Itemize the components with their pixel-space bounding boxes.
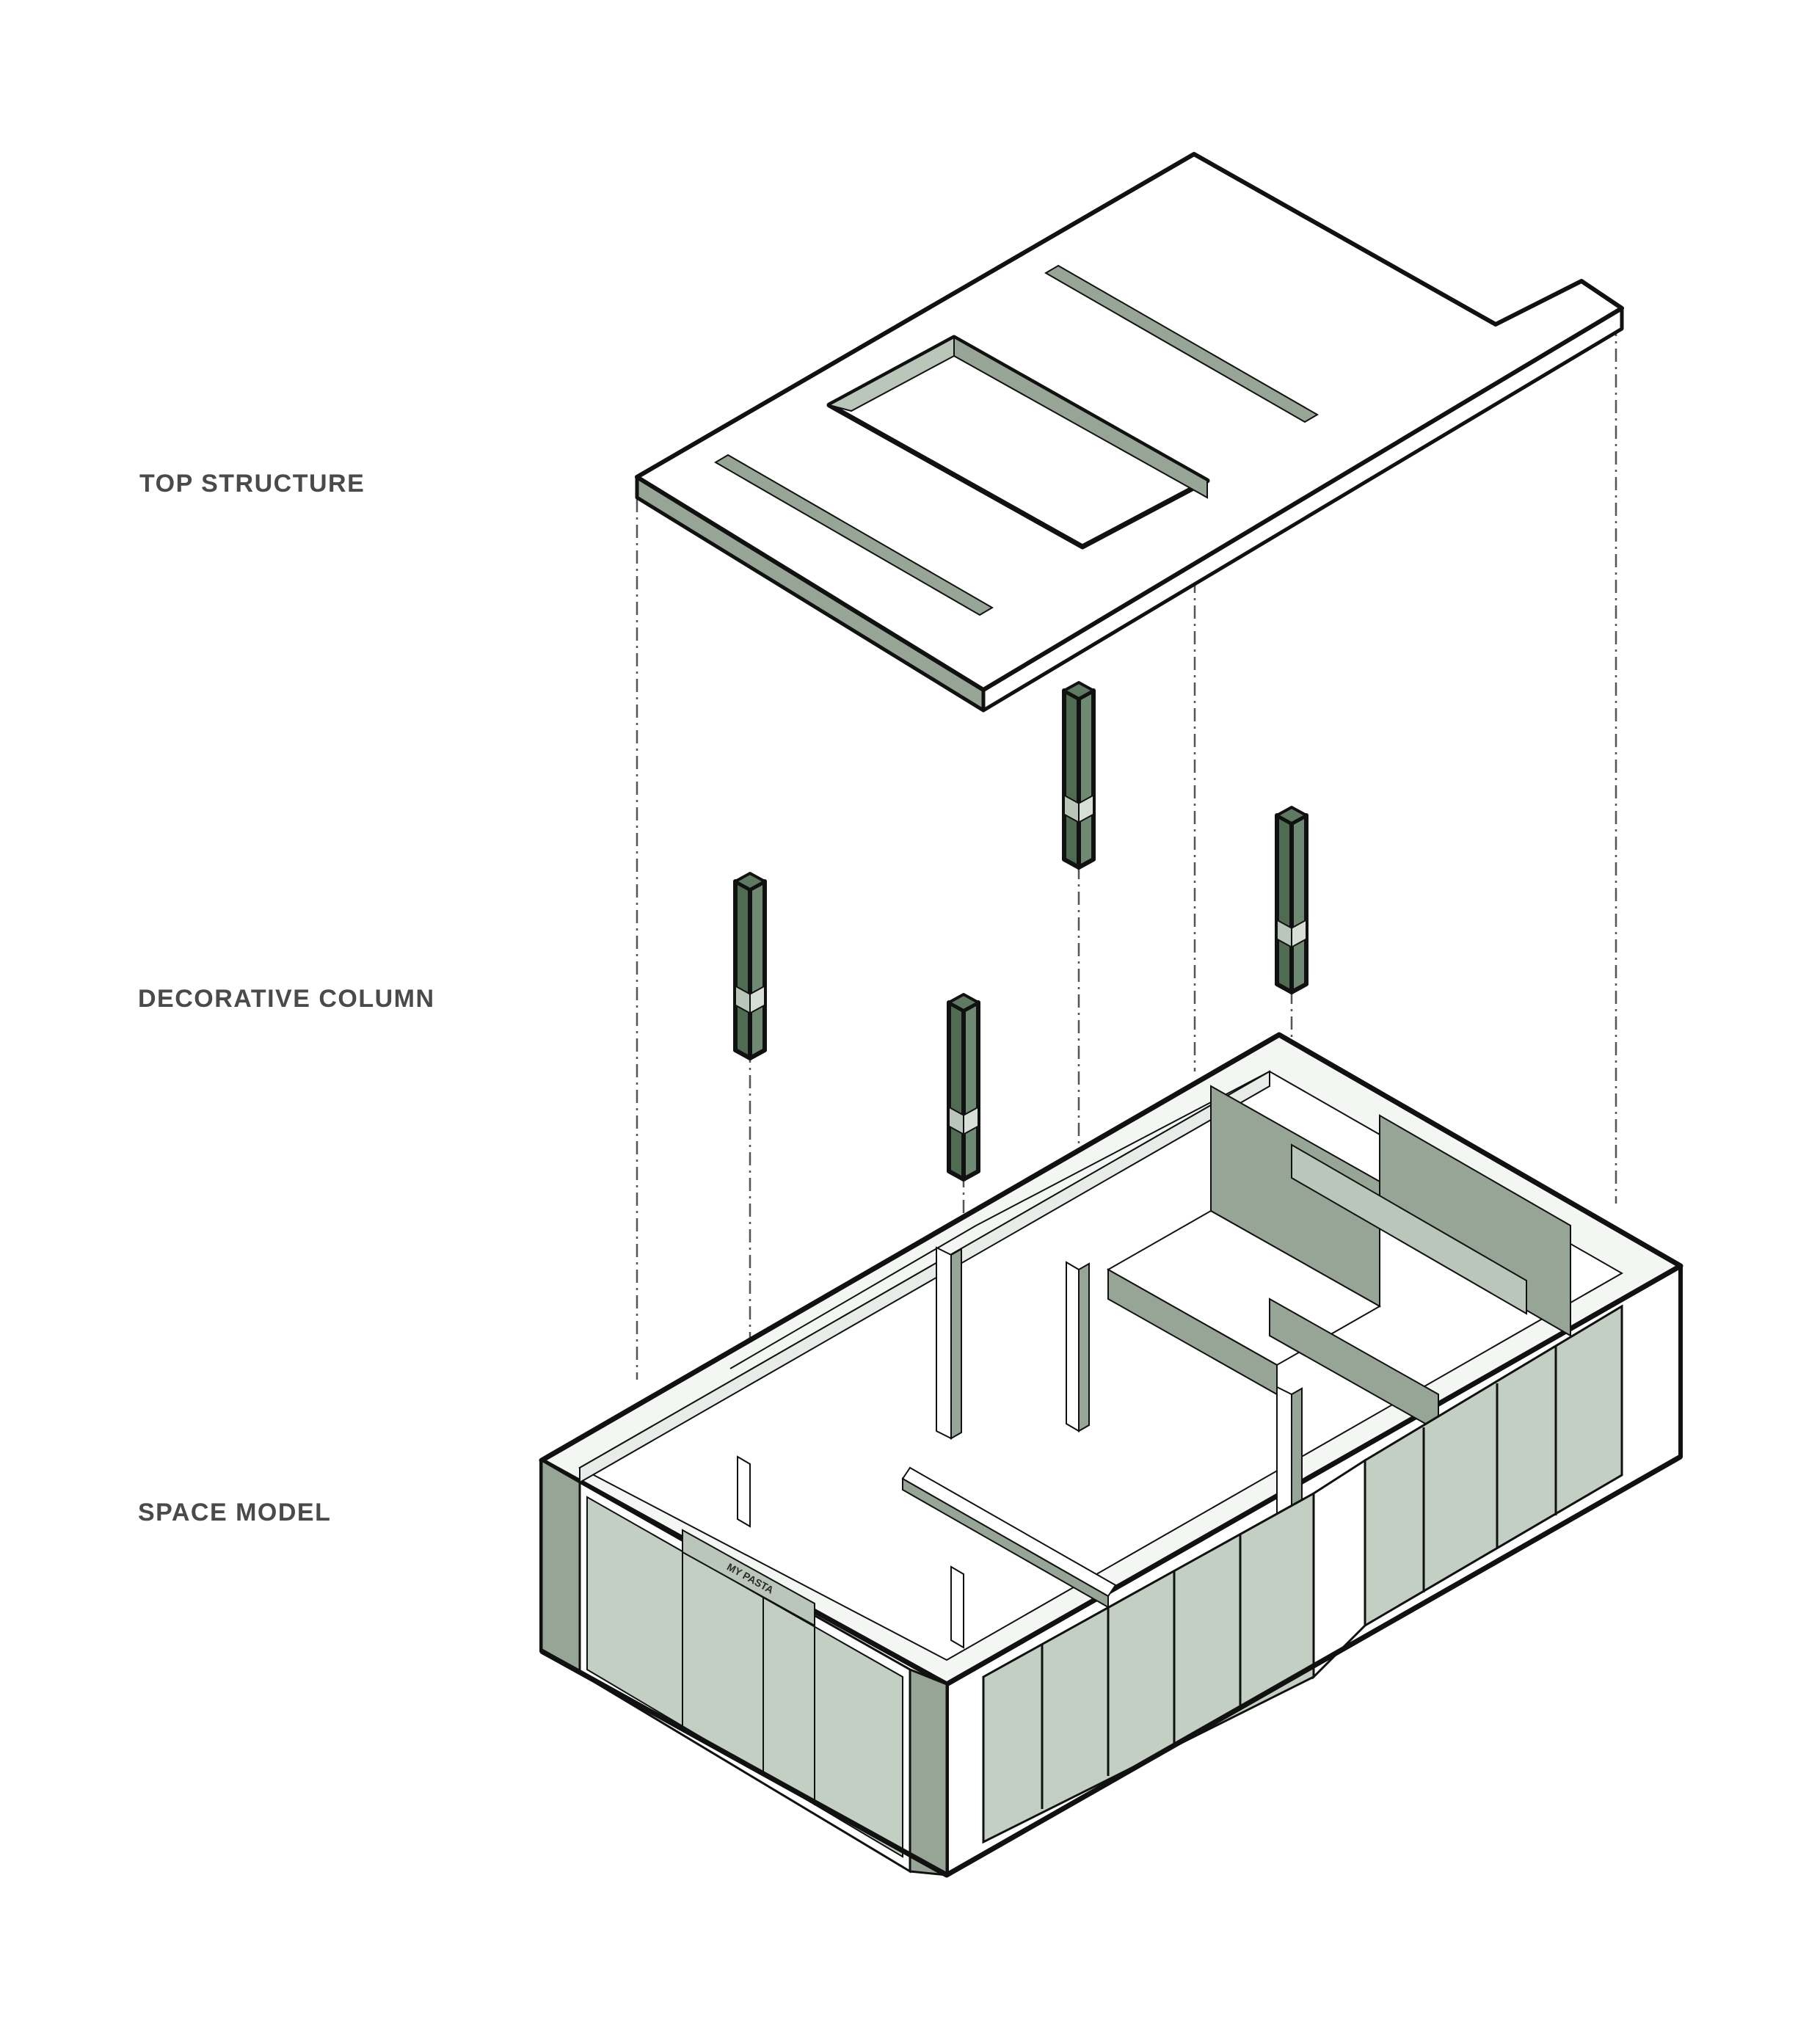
roof-slot-right bbox=[1044, 264, 1319, 423]
label-space-model: SPACE MODEL bbox=[138, 1499, 332, 1526]
decorative-column bbox=[1275, 806, 1308, 994]
decorative-columns bbox=[733, 681, 1308, 1182]
label-decorative-column: DECORATIVE COLUMN bbox=[138, 985, 435, 1013]
decorative-column bbox=[947, 993, 980, 1182]
decorative-column bbox=[1062, 681, 1096, 870]
roof-slot-left bbox=[714, 454, 994, 616]
space-model: MY PASTA bbox=[539, 1032, 1684, 1878]
top-structure-slab bbox=[635, 152, 1624, 713]
label-top-structure: TOP STRUCTURE bbox=[139, 470, 365, 498]
storefront-sign bbox=[682, 1529, 815, 1627]
decorative-column bbox=[733, 872, 767, 1060]
